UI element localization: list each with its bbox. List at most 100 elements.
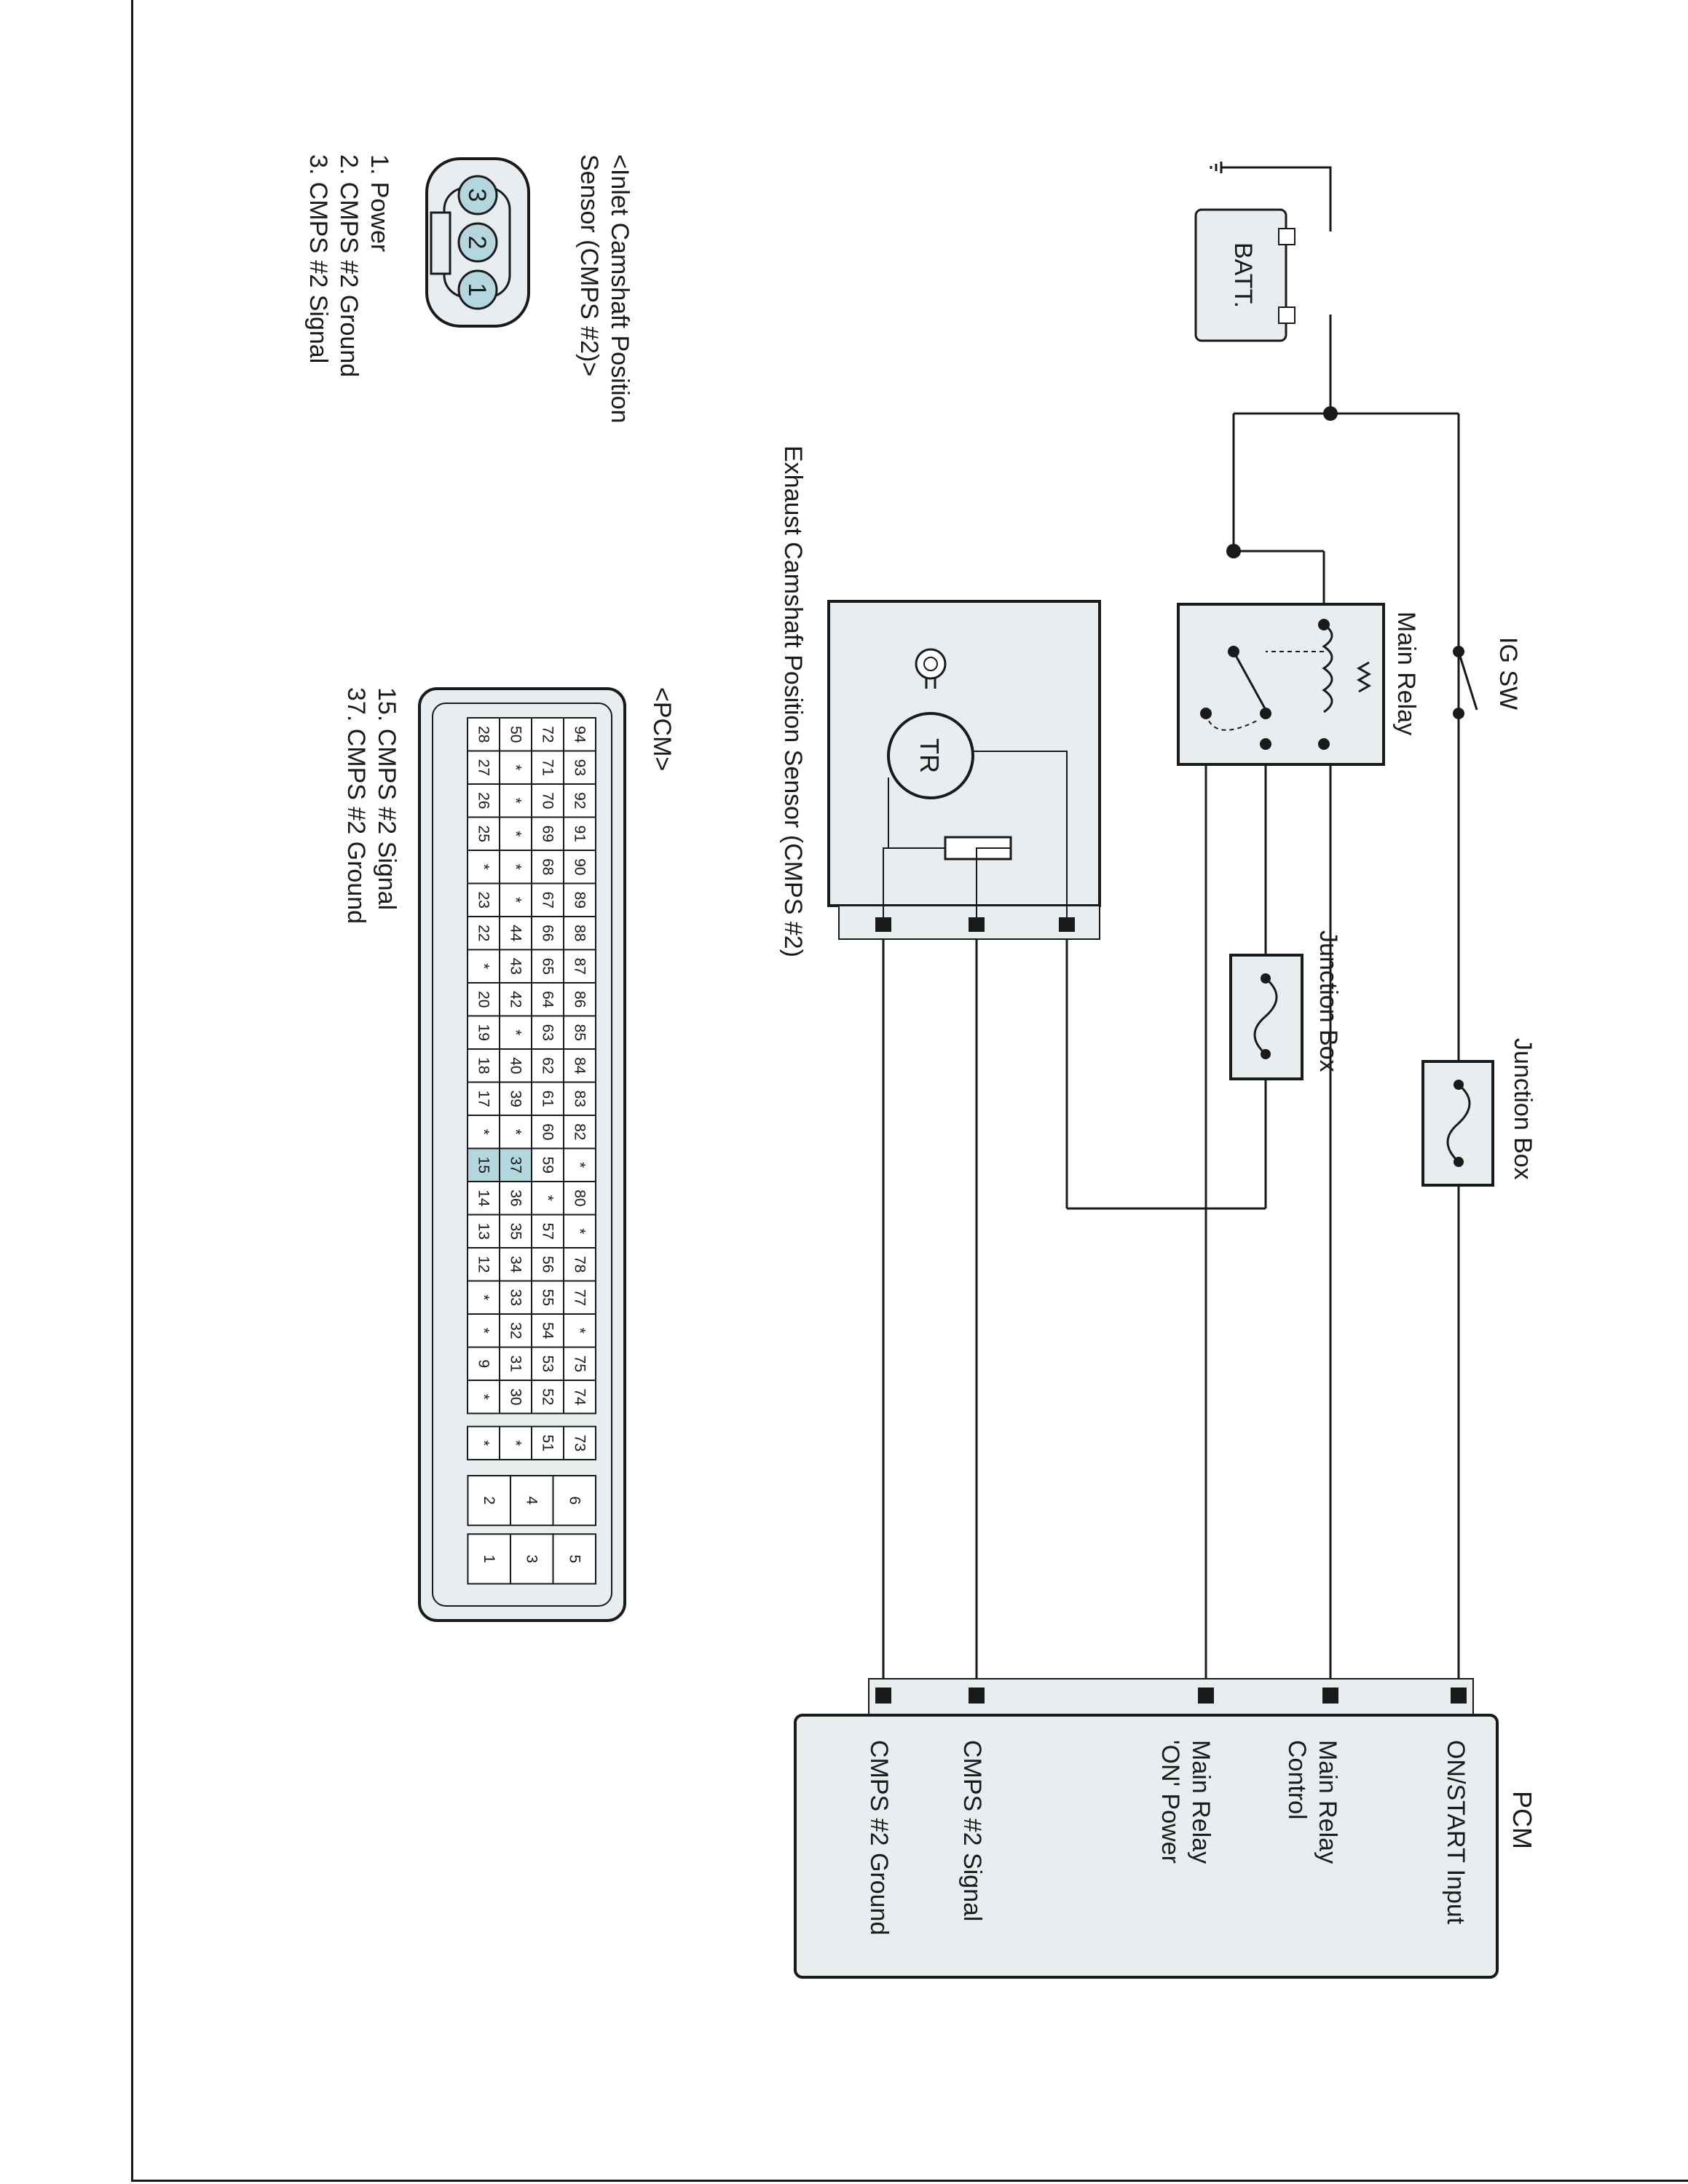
pcm-pin-0-20: 74: [572, 1388, 588, 1406]
pcm-terminal-relay-power-2: 'ON' Power: [1156, 1740, 1184, 1864]
pcm-pin-2-3: *: [508, 831, 524, 836]
pcm-pin-1-8: 64: [540, 991, 556, 1008]
battery-plus-terminal: [1278, 306, 1295, 324]
pcm-pin-3-19: 9: [476, 1359, 492, 1368]
pcm-pin-2-2: *: [508, 798, 524, 804]
pcm-pin-2-16: 34: [508, 1256, 524, 1273]
pcm-block-pin-2-0-cell: [467, 1475, 511, 1527]
inlet-pin-2: 2: [463, 236, 491, 250]
pcm-terminal-cmps-signal: CMPS #2 Signal: [958, 1740, 986, 1921]
pcm-pin-3-11: 17: [476, 1091, 492, 1107]
inlet-pin-list-2: 2. CMPS #2 Ground: [335, 154, 363, 377]
pcm-block-pin-2-1-cell: [467, 1533, 511, 1585]
pcm-pin-1-2: 70: [540, 792, 556, 809]
battery-body: [1194, 208, 1287, 342]
pcm-pin-2-10: 40: [508, 1057, 524, 1074]
pcm-pin-3-1: 27: [476, 759, 492, 776]
pcm-pin-1-19: 53: [540, 1356, 556, 1372]
pcm-pin-2-0: 50: [508, 726, 524, 743]
pcm-pin-1-6: 66: [540, 925, 556, 941]
pcm-pin-0-6: 88: [572, 925, 588, 941]
pcm-pin-1-13: 59: [540, 1157, 556, 1174]
pcm-extra-pin-0: 73: [572, 1435, 588, 1452]
pcm-pin-1-16: 56: [540, 1256, 556, 1273]
inlet-pin-1: 1: [463, 283, 491, 297]
pcm-box: [794, 1714, 1499, 1979]
pcm-pin-0-0: 94: [572, 726, 588, 743]
exhaust-cmps-sensor: Exhaust Camshaft Position Sensor (CMPS #…: [779, 446, 1101, 957]
pcm-pin-0-14: 80: [572, 1190, 588, 1206]
pcm-pin-2-20: 30: [508, 1388, 524, 1405]
main-relay: Main Relay: [1177, 603, 1420, 766]
pcm-pin-3-0: 28: [476, 726, 492, 743]
pcm-pin-0-15: *: [572, 1228, 588, 1234]
pcm-pin-0-3: 91: [572, 826, 588, 842]
page-frame: [131, 0, 1688, 2182]
pcm-pin-3-17: *: [476, 1294, 492, 1300]
pcm-pin-1-0: 72: [540, 726, 556, 743]
inlet-title-2: Sensor (CMPS #2)>: [575, 154, 603, 376]
pcm-pin-0-4: 90: [572, 858, 588, 875]
pcm-pin-2-11: 39: [508, 1091, 524, 1107]
pcm-pin-2-4: *: [508, 864, 524, 870]
wires: [882, 166, 1460, 1695]
exhaust-cmps-title: Exhaust Camshaft Position Sensor (CMPS #…: [779, 446, 807, 957]
pcm-pin-0-17: 77: [572, 1289, 588, 1306]
pcm-pin-3-3: 25: [476, 826, 492, 842]
pcm-pin-1-7: 65: [540, 958, 556, 975]
pcm-pin-2-8: 42: [508, 991, 524, 1008]
pcm-block-pin-1-1: 3: [524, 1555, 540, 1564]
inlet-cmps-connector: <Inlet Camshaft Position Sensor (CMPS #2…: [304, 154, 634, 423]
pcm-pin-3-2: 26: [476, 792, 492, 809]
pcm-pin-3-10: 18: [476, 1057, 492, 1074]
pcm-terminal-relay-control-1: Main Relay: [1314, 1740, 1341, 1864]
wire-nodes: [1226, 406, 1338, 558]
pcm-extra-pin-2: *: [508, 1440, 524, 1446]
pcm-pin-grid: 94939291908988878685848382*80*7877*75747…: [467, 717, 596, 1585]
ig-switch: IG SW: [1453, 637, 1522, 719]
battery: BATT.: [1194, 208, 1295, 342]
pcm-pin-1-18: 54: [540, 1322, 556, 1340]
pcm-terminal-relay-control-2: Control: [1283, 1740, 1311, 1820]
pcm-terminal-relay-power-1: Main Relay: [1187, 1740, 1215, 1864]
pcm-pin-3-5: 23: [476, 892, 492, 909]
sensor-tr-label: TR: [915, 738, 944, 773]
pcm-pin-0-16: 78: [572, 1256, 588, 1273]
pcm-extra-pin-3: *: [476, 1440, 492, 1446]
pcm-pin-3-13: 15: [476, 1157, 492, 1174]
pcm-pin-1-4: 68: [540, 858, 556, 875]
pcm-pin-list-1: 15. CMPS #2 Signal: [373, 687, 401, 910]
pcm-pin-3-14: 14: [476, 1190, 492, 1207]
pcm-block-pin-0-1: 5: [566, 1555, 583, 1564]
junction-box-2-label: Junction Box: [1314, 930, 1342, 1072]
pcm-block-pin-2-1: 1: [481, 1555, 497, 1564]
battery-minus-terminal: [1278, 228, 1295, 245]
pcm-pin-1-15: 57: [540, 1223, 556, 1240]
pcm-pin-2-7: 43: [508, 958, 524, 975]
main-relay-label: Main Relay: [1392, 612, 1420, 735]
pcm-pin-3-9: 19: [476, 1024, 492, 1041]
pcm-connector-title: <PCM>: [648, 687, 676, 771]
battery-label: BATT.: [1229, 242, 1257, 308]
junction-box-2: Junction Box: [1229, 930, 1342, 1080]
pcm-pin-0-2: 92: [572, 792, 588, 809]
pcm-pin-3-7: *: [476, 963, 492, 969]
pcm-pin-2-13: 37: [508, 1157, 524, 1174]
pcm-pin-0-1: 93: [572, 759, 588, 776]
pcm-pin-0-5: 89: [572, 892, 588, 909]
pcm-pin-2-17: 33: [508, 1289, 524, 1306]
main-relay-box: [1177, 603, 1385, 766]
pcm-pin-3-15: 13: [476, 1223, 492, 1240]
inlet-pin-list-3: 3. CMPS #2 Signal: [304, 154, 332, 363]
pcm-pin-1-1: 71: [540, 759, 556, 776]
pcm-pin-2-9: *: [508, 1029, 524, 1035]
pcm-pin-3-4: *: [476, 864, 492, 870]
pcm-pin-1-14: *: [540, 1195, 556, 1201]
pcm-extra-pin-3-cell: [467, 1425, 500, 1460]
pcm-pin-2-15: 35: [508, 1223, 524, 1240]
junction-box-1: Junction Box: [1421, 1038, 1537, 1187]
pcm-pin-0-7: 87: [572, 958, 588, 975]
pcm-pin-list-2: 37. CMPS #2 Ground: [342, 687, 370, 924]
